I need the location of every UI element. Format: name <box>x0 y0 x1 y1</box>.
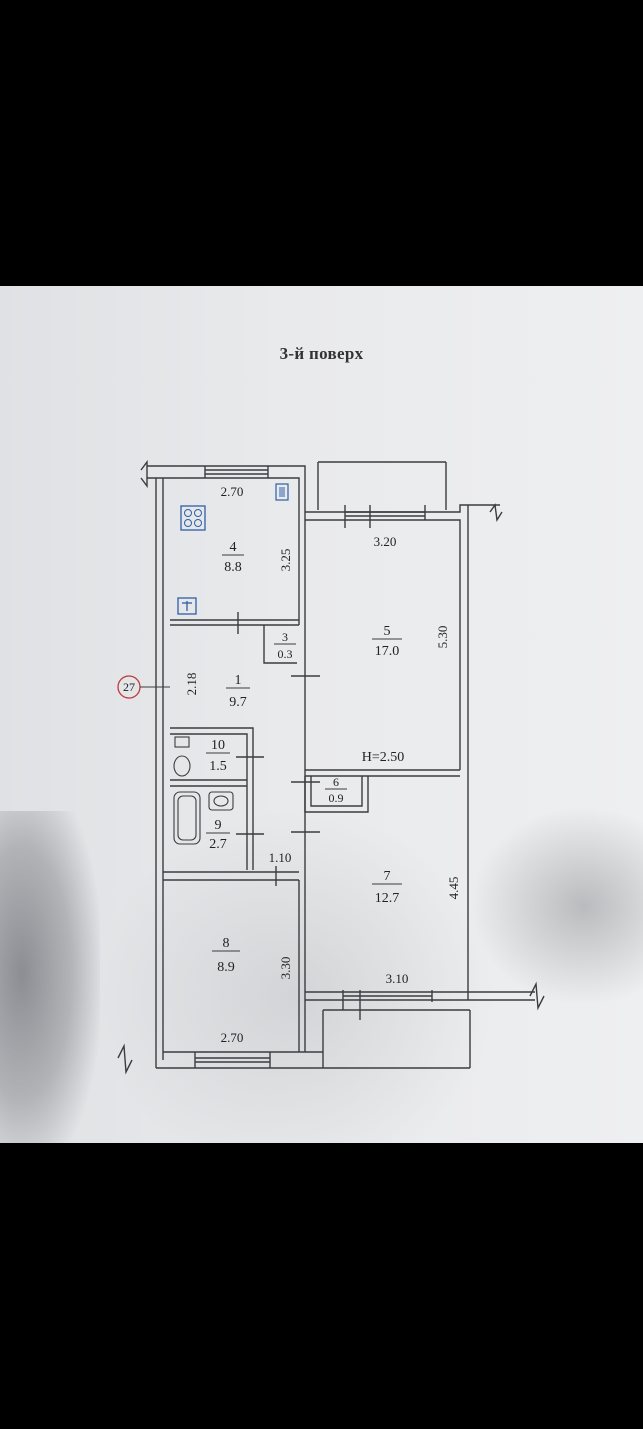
washbasin-icon <box>208 791 234 811</box>
dim-room5-width: 3.20 <box>374 534 397 549</box>
room-10-number: 10 <box>211 738 225 753</box>
plan-marker-label: 27 <box>123 680 135 694</box>
room-7-area: 12.7 <box>375 891 400 906</box>
plan-marker: 27 <box>117 675 170 699</box>
dim-corridor-width: 1.10 <box>269 850 292 865</box>
room-8-label: 8 8.9 <box>212 936 240 975</box>
shadow-overlay-left <box>0 811 100 1143</box>
room-1-number: 1 <box>235 673 242 688</box>
room-3-area: 0.3 <box>278 647 293 661</box>
room-5-label: 5 17.0 <box>372 624 402 659</box>
room-7-label: 7 12.7 <box>372 869 402 906</box>
room-5-area: 17.0 <box>375 644 400 659</box>
room-9-number: 9 <box>215 818 222 833</box>
dim-room8-width: 2.70 <box>221 1030 244 1045</box>
room-3-number: 3 <box>282 630 288 644</box>
dim-room8-depth: 3.30 <box>278 957 293 980</box>
dim-kitchen-depth: 3.25 <box>278 549 293 572</box>
room-6-area: 0.9 <box>329 791 344 805</box>
dim-kitchen-width: 2.70 <box>221 484 244 499</box>
dim-room7-depth: 4.45 <box>446 877 461 900</box>
ceiling-height-label: H=2.50 <box>362 750 405 765</box>
toilet-icon <box>173 736 191 777</box>
room-9-label: 9 2.7 <box>206 818 230 852</box>
room-1-label: 1 9.7 <box>226 673 250 710</box>
sink-icon <box>275 483 289 501</box>
room-4-label: 4 8.8 <box>222 540 244 575</box>
room-3-label: 3 0.3 <box>274 630 296 661</box>
room-1-area: 9.7 <box>229 695 247 710</box>
dim-hall-depth: 2.18 <box>184 673 199 696</box>
shadow-overlay <box>95 806 495 1143</box>
floor-title: 3-й поверх <box>279 344 364 363</box>
room-4-area: 8.8 <box>224 560 242 575</box>
stove-icon <box>180 505 206 531</box>
room-9-area: 2.7 <box>209 837 227 852</box>
room-6-number: 6 <box>333 775 339 789</box>
shadow-overlay-right <box>470 806 643 1006</box>
boiler-icon <box>177 597 197 615</box>
room-8-area: 8.9 <box>217 960 235 975</box>
room-6-label: 6 0.9 <box>325 775 347 805</box>
bathtub-icon <box>173 791 201 845</box>
top-wall-inner <box>147 477 300 512</box>
top-wall-outer <box>147 465 306 512</box>
room-7-number: 7 <box>384 869 391 884</box>
room-10-area: 1.5 <box>209 759 227 774</box>
room-4-number: 4 <box>230 540 237 555</box>
room-10-label: 10 1.5 <box>206 738 230 774</box>
dim-room5-depth: 5.30 <box>435 626 450 649</box>
room-8-number: 8 <box>223 936 230 951</box>
room-5-number: 5 <box>384 624 391 639</box>
dim-room7-width: 3.10 <box>386 971 409 986</box>
